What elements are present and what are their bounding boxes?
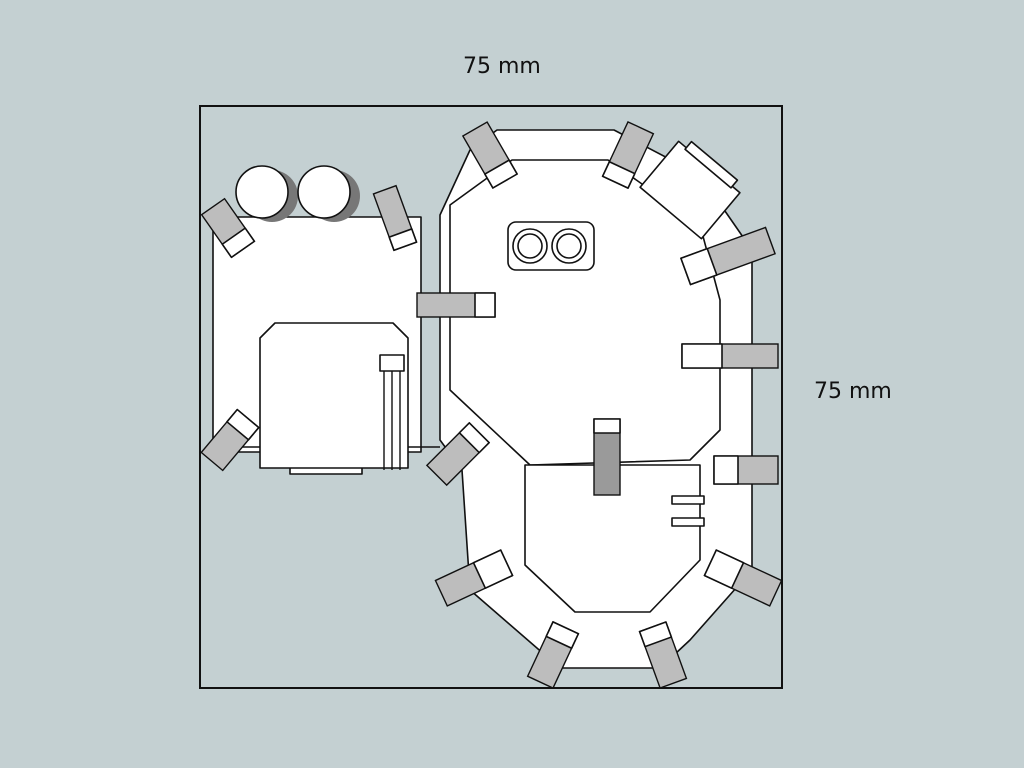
lower-board-inner — [524, 464, 701, 613]
chip-component — [259, 322, 409, 475]
height-dimension-label: 75 mm — [814, 379, 892, 404]
sphere-components — [235, 165, 360, 222]
corner-box-component — [639, 140, 741, 240]
slot — [671, 495, 705, 505]
double-circle-component — [507, 221, 595, 271]
mounting-tabs — [200, 120, 783, 690]
width-dimension-label: 75 mm — [463, 54, 541, 79]
bounding-square — [199, 105, 783, 689]
slot — [671, 517, 705, 527]
